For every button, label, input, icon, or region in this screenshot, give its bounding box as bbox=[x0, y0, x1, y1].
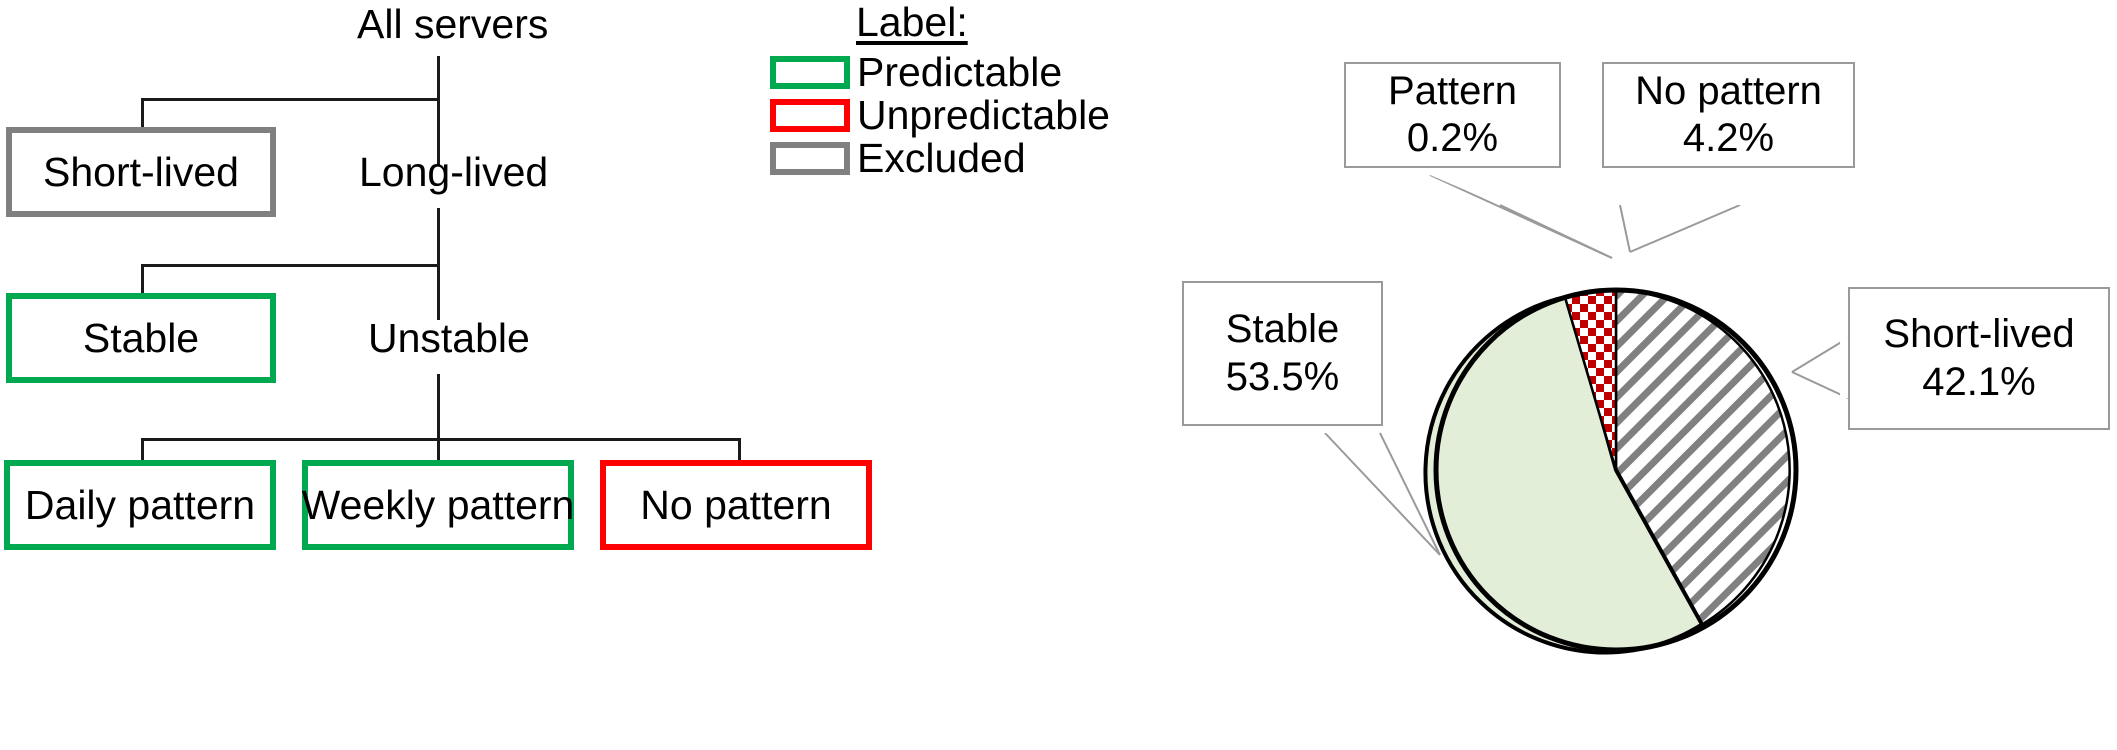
legend-swatch-gray-icon bbox=[770, 141, 850, 175]
callout-label: Pattern bbox=[1388, 68, 1517, 113]
legend-title: Label: bbox=[856, 0, 968, 45]
legend-swatch-red-icon bbox=[770, 98, 850, 132]
tree-node-weekly-pattern[interactable]: Weekly pattern bbox=[302, 460, 574, 550]
callout-pattern[interactable]: Pattern 0.2% bbox=[1344, 62, 1561, 168]
tree-node-no-pattern[interactable]: No pattern bbox=[600, 460, 872, 550]
tree-root-label: All servers bbox=[357, 1, 549, 47]
callout-value: 4.2% bbox=[1682, 116, 1775, 160]
tree-node-label: Daily pattern bbox=[24, 481, 256, 528]
tree-connector-root-vertical bbox=[437, 56, 440, 166]
legend-item-label: Predictable bbox=[857, 48, 1063, 95]
callout-tails bbox=[1310, 168, 1848, 433]
callout-value: 0.2% bbox=[1406, 116, 1499, 160]
pie-chart bbox=[1310, 168, 1849, 655]
legend-swatch-green-icon bbox=[770, 55, 850, 89]
legend-item-predictable[interactable]: Predictable bbox=[770, 50, 1062, 94]
tree-connector-level3-horizontal bbox=[141, 438, 741, 441]
tree-connector-unstable-vertical bbox=[437, 374, 440, 472]
tree-connector-level2-horizontal bbox=[141, 264, 440, 267]
callout-leader-lines bbox=[1324, 174, 1849, 556]
tree-node-label: Stable bbox=[82, 314, 200, 361]
tree-node-short-lived[interactable]: Short-lived bbox=[6, 127, 276, 217]
tree-connector-level1-horizontal bbox=[141, 98, 440, 101]
callout-value: 53.5% bbox=[1225, 354, 1340, 399]
legend-item-unpredictable[interactable]: Unpredictable bbox=[770, 93, 1110, 137]
legend-item-excluded[interactable]: Excluded bbox=[770, 136, 1026, 180]
pie-outline bbox=[1433, 287, 1799, 653]
callout-label: Short-lived bbox=[1883, 312, 2075, 357]
tree-node-label: Short-lived bbox=[43, 148, 239, 195]
tree-branch-label-unstable: Unstable bbox=[368, 315, 530, 361]
legend-item-label: Unpredictable bbox=[857, 91, 1110, 138]
callout-value: 42.1% bbox=[1922, 359, 2036, 404]
tree-branch-label-long-lived: Long-lived bbox=[359, 149, 549, 195]
server-classification-tree: All servers Short-lived Long-lived Stabl… bbox=[0, 0, 900, 750]
callout-label: No pattern bbox=[1635, 68, 1822, 113]
legend-item-label: Excluded bbox=[857, 134, 1026, 181]
tree-node-label: Weekly pattern bbox=[301, 481, 575, 528]
tree-node-daily-pattern[interactable]: Daily pattern bbox=[4, 460, 276, 550]
callout-stable[interactable]: Stable 53.5% bbox=[1182, 281, 1383, 426]
tree-node-stable[interactable]: Stable bbox=[6, 293, 276, 383]
tree-node-label: No pattern bbox=[640, 481, 832, 528]
callout-short-lived[interactable]: Short-lived 42.1% bbox=[1848, 287, 2110, 430]
callout-label: Stable bbox=[1225, 307, 1340, 352]
pie-chart-panel: Pattern 0.2% No pattern 4.2% Stable 53.5… bbox=[940, 0, 2117, 750]
callout-no-pattern[interactable]: No pattern 4.2% bbox=[1602, 62, 1855, 168]
